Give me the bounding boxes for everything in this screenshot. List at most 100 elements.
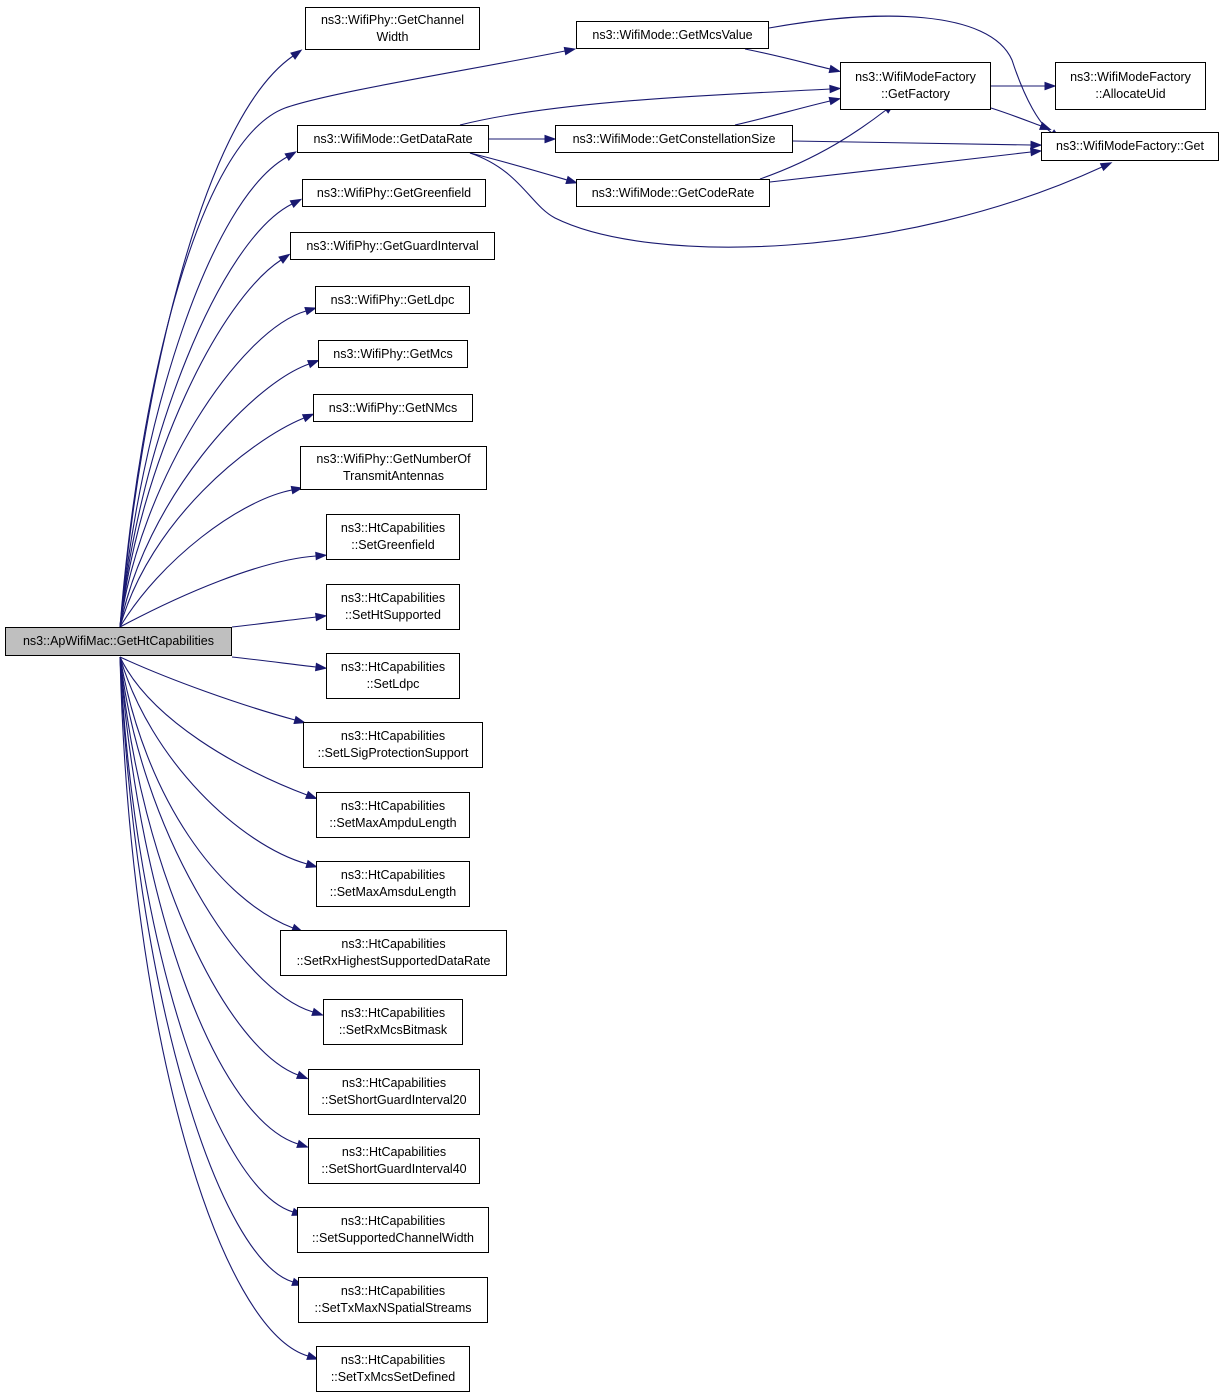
node-phy-mcs[interactable]: ns3::WifiPhy::GetMcs [318, 340, 468, 368]
edge-arrowhead [315, 551, 328, 561]
edge-root-to-mode-datarate [119, 156, 288, 628]
node-label-line: ::SetTxMcsSetDefined [330, 1370, 456, 1384]
edge-arrowhead [307, 360, 320, 369]
edge-mode-constsize-to-factory-getfactory [734, 100, 831, 126]
node-ht-sgi20[interactable]: ns3::HtCapabilities::SetShortGuardInterv… [308, 1069, 480, 1115]
node-label-line: ns3::HtCapabilities [341, 1076, 447, 1090]
node-phy-greenfield[interactable]: ns3::WifiPhy::GetGreenfield [302, 179, 486, 207]
node-mode-constsize[interactable]: ns3::WifiMode::GetConstellationSize [555, 125, 793, 153]
node-label-line: ns3::WifiMode::GetCodeRate [591, 185, 755, 200]
edge-arrowhead [311, 1007, 324, 1016]
edge-arrowhead [301, 413, 315, 423]
node-label-line: ::SetLSigProtectionSupport [317, 746, 469, 760]
edge-root-to-phy-nmcs [119, 417, 305, 628]
edge-root-to-ht-maxampdu [119, 656, 308, 796]
edge-mode-constsize-to-factory-get [792, 140, 1032, 146]
node-phy-guardint[interactable]: ns3::WifiPhy::GetGuardInterval [290, 232, 495, 260]
edge-arrowhead [829, 84, 842, 94]
node-ht-maxampdu[interactable]: ns3::HtCapabilities::SetMaxAmpduLength [316, 792, 470, 838]
edge-root-to-phy-guardint [119, 259, 282, 628]
node-ht-greenfield[interactable]: ns3::HtCapabilities::SetGreenfield [326, 514, 460, 560]
node-mode-datarate[interactable]: ns3::WifiMode::GetDataRate [297, 125, 489, 153]
node-label-line: ns3::HtCapabilities [340, 1284, 446, 1298]
node-label-line: ns3::HtCapabilities [341, 937, 446, 951]
edge-factory-getfactory-to-factory-get [990, 107, 1042, 127]
edge-arrowhead [284, 151, 297, 161]
edge-arrowhead [293, 715, 307, 725]
edge-root-to-ht-rxhighest [119, 656, 294, 929]
edge-arrowhead [296, 1139, 309, 1148]
node-ht-rxhighest[interactable]: ns3::HtCapabilities::SetRxHighestSupport… [280, 930, 507, 976]
node-label-line: ns3::WifiPhy::GetMcs [333, 346, 453, 361]
node-root[interactable]: ns3::ApWifiMac::GetHtCapabilities [5, 627, 232, 656]
node-label-line: Width [376, 29, 409, 44]
node-label-line: ns3::HtCapabilities [340, 1214, 446, 1228]
edge-arrowhead [828, 64, 842, 74]
edge-root-to-ht-txmcsset [119, 656, 309, 1357]
edge-root-to-phy-ntxant [119, 489, 293, 628]
node-phy-ldpc[interactable]: ns3::WifiPhy::GetLdpc [315, 286, 470, 314]
edge-root-to-phy-greenfield [119, 203, 293, 628]
node-label-line: ns3::WifiPhy::GetNumberOf [316, 452, 471, 466]
node-label-line: ns3::ApWifiMac::GetHtCapabilities [22, 634, 215, 648]
node-ht-suppchw[interactable]: ns3::HtCapabilities::SetSupportedChannel… [297, 1207, 489, 1253]
node-label-line: ns3::HtCapabilities [340, 1006, 446, 1020]
node-ht-htsupported[interactable]: ns3::HtCapabilities::SetHtSupported [326, 584, 460, 630]
edge-root-to-ht-maxamsdu [119, 656, 308, 865]
node-label-line: ::SetSupportedChannelWidth [312, 1231, 474, 1245]
edge-root-to-ht-sgi40 [119, 656, 299, 1145]
node-label-line: ::SetLdpc [366, 677, 420, 691]
node-factory-get[interactable]: ns3::WifiModeFactory::Get [1041, 132, 1219, 161]
edge-root-to-ht-rxmcs [119, 656, 314, 1013]
node-label-line: ns3::WifiPhy::GetGuardInterval [306, 238, 479, 253]
edge-root-to-phy-chwidth [119, 55, 294, 628]
edge-arrowhead [278, 253, 291, 264]
edge-arrowhead [290, 49, 303, 60]
node-mode-mcsvalue[interactable]: ns3::WifiMode::GetMcsValue [576, 21, 769, 49]
node-label-line: ::AllocateUid [1095, 87, 1166, 101]
edge-root-to-mode-mcsvalue [119, 50, 566, 628]
edge-arrowhead [563, 46, 577, 56]
edge-arrowhead [1039, 121, 1052, 131]
edge-root-to-ht-ldpc [231, 656, 317, 668]
edge-root-to-ht-htsupported [231, 616, 317, 628]
node-ht-sgi40[interactable]: ns3::HtCapabilities::SetShortGuardInterv… [308, 1138, 480, 1184]
node-ht-maxamsdu[interactable]: ns3::HtCapabilities::SetMaxAmsduLength [316, 861, 470, 907]
node-factory-getfactory[interactable]: ns3::WifiModeFactory::GetFactory [840, 62, 991, 110]
node-factory-allocuid[interactable]: ns3::WifiModeFactory::AllocateUid [1055, 62, 1206, 110]
edge-arrowhead [828, 96, 842, 106]
node-label-line: ::SetShortGuardInterval40 [321, 1162, 467, 1176]
node-label-line: ns3::HtCapabilities [340, 1353, 446, 1367]
edge-root-to-phy-ldpc [119, 310, 307, 628]
node-ht-ldpc[interactable]: ns3::HtCapabilities::SetLdpc [326, 653, 460, 699]
node-label-line: ns3::WifiPhy::GetGreenfield [316, 185, 472, 200]
node-mode-coderate[interactable]: ns3::WifiMode::GetCodeRate [576, 179, 770, 207]
node-ht-txmcsset[interactable]: ns3::HtCapabilities::SetTxMcsSetDefined [316, 1346, 470, 1392]
node-phy-nmcs[interactable]: ns3::WifiPhy::GetNMcs [313, 394, 473, 422]
node-label-line: ::SetRxHighestSupportedDataRate [296, 954, 491, 968]
node-label-line: ns3::WifiModeFactory [855, 70, 976, 84]
node-ht-txmaxnss[interactable]: ns3::HtCapabilities::SetTxMaxNSpatialStr… [298, 1277, 488, 1323]
node-label-line: TransmitAntennas [343, 469, 444, 483]
node-ht-lsig[interactable]: ns3::HtCapabilities::SetLSigProtectionSu… [303, 722, 483, 768]
edge-arrowhead [1099, 162, 1113, 172]
node-label-line: ::SetRxMcsBitmask [338, 1023, 448, 1037]
node-label-line: ::SetGreenfield [351, 538, 435, 552]
edge-root-to-ht-lsig [119, 656, 296, 721]
node-label-line: ns3::WifiModeFactory [1070, 70, 1191, 84]
node-label-line: ns3::HtCapabilities [340, 868, 446, 882]
edge-root-to-ht-txmaxnss [119, 656, 294, 1283]
edge-arrowhead [315, 612, 328, 622]
node-label-line: ns3::WifiPhy::GetLdpc [330, 292, 455, 307]
node-label-line: ns3::WifiPhy::GetNMcs [328, 400, 458, 415]
edge-mode-datarate-to-mode-coderate [469, 152, 568, 181]
node-ht-rxmcs[interactable]: ns3::HtCapabilities::SetRxMcsBitmask [323, 999, 463, 1045]
node-label-line: ns3::HtCapabilities [340, 591, 446, 605]
edge-arrowhead [289, 198, 303, 209]
edge-arrowhead [305, 859, 319, 868]
node-label-line: ns3::WifiMode::GetConstellationSize [572, 131, 776, 146]
node-label-line: ns3::HtCapabilities [340, 799, 446, 813]
